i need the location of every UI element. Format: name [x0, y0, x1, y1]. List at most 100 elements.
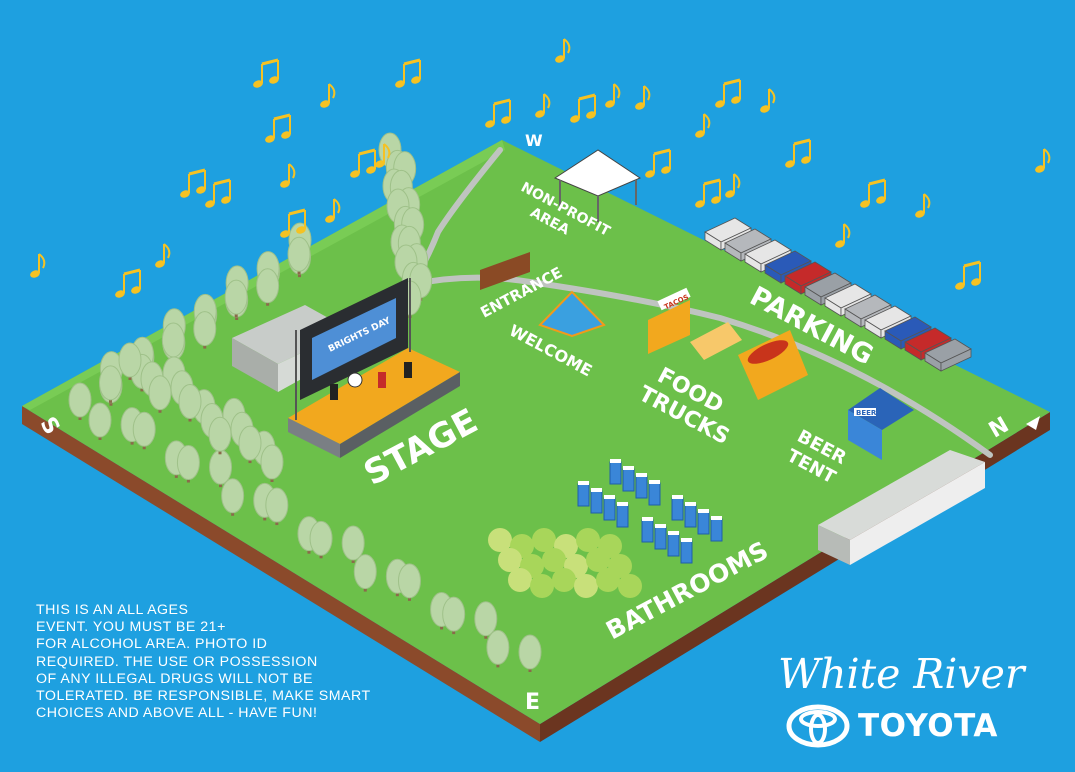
parked-cars — [704, 217, 972, 372]
tree-icon — [224, 279, 248, 318]
portable-toilet-icon — [667, 531, 680, 557]
forest — [68, 132, 642, 672]
tree-icon — [265, 487, 289, 526]
tree-icon — [397, 563, 421, 601]
music-note-icon — [635, 85, 651, 110]
notice-line: REQUIRED. THE USE OR POSSESSION — [36, 653, 318, 670]
tree-icon — [221, 478, 245, 516]
music-note-icon — [860, 178, 886, 208]
tree-icon — [176, 445, 200, 483]
portable-toilet-icon — [680, 538, 693, 564]
music-note-icon — [1035, 148, 1051, 173]
notice-line: EVENT. YOU MUST BE 21+ — [36, 619, 226, 636]
portable-toilet-icon — [590, 488, 603, 514]
tree-icon — [518, 634, 542, 672]
portable-toilet-icon — [622, 466, 635, 492]
tree-icon — [488, 528, 512, 552]
welcome-tent — [538, 290, 606, 338]
tree-icon — [586, 548, 610, 572]
music-note-icon — [955, 260, 981, 290]
tree-icon — [532, 528, 556, 552]
north-arrow-icon — [1026, 416, 1040, 430]
music-note-icon — [350, 148, 376, 178]
brand-name: TOYOTA — [858, 708, 998, 744]
food-trucks: TACOS — [648, 287, 808, 400]
notice-line: FOR ALCOHOL AREA. PHOTO ID — [36, 636, 268, 653]
tree-icon — [238, 425, 262, 464]
music-note-icon — [715, 78, 741, 108]
tree-icon — [552, 568, 576, 592]
portable-toilet-icon — [648, 480, 661, 506]
tree-icon — [256, 268, 280, 306]
tree-icon — [618, 574, 642, 598]
toyota-logo-icon — [786, 704, 850, 748]
music-note-icon — [265, 113, 291, 143]
beer-tent-structure: BEER — [848, 388, 914, 460]
tree-icon — [596, 568, 620, 592]
tree-icon — [309, 520, 333, 559]
portable-toilet-icon — [710, 516, 723, 542]
music-note-icon — [695, 178, 721, 208]
portable-toilet-icon — [697, 509, 710, 535]
compass-east: E — [525, 690, 540, 715]
music-note-icon — [725, 173, 741, 198]
beer-sign: BEER — [856, 409, 877, 417]
tree-icon — [574, 574, 598, 598]
tree-icon — [530, 574, 554, 598]
music-note-icon — [785, 138, 811, 168]
tree-icon — [442, 596, 466, 635]
notice-line: CHOICES AND ABOVE ALL - HAVE FUN! — [36, 705, 318, 722]
tree-icon — [474, 601, 498, 639]
sponsor-logo: TOYOTA — [786, 704, 998, 748]
music-note-icon — [835, 223, 851, 248]
music-note-icon — [280, 208, 306, 238]
portable-toilet-icon — [635, 473, 648, 499]
dealer-name: White River — [778, 650, 1025, 698]
tree-icon — [353, 554, 377, 592]
tree-icon — [508, 568, 532, 592]
tree-icon — [542, 548, 566, 572]
tree-icon — [260, 444, 284, 482]
portable-toilet-icon — [603, 495, 616, 521]
music-note-icon — [320, 83, 336, 108]
tree-icon — [161, 322, 185, 360]
car-icon — [924, 338, 972, 372]
music-note-icon — [30, 253, 46, 278]
portable-toilet-icon — [577, 481, 590, 507]
music-note-icon — [555, 38, 571, 63]
music-note-icon — [645, 148, 671, 178]
music-note-icon — [605, 83, 621, 108]
tree-icon — [132, 411, 156, 450]
music-note-icon — [760, 88, 776, 113]
tree-icon — [486, 629, 510, 668]
notice-line: THIS IS AN ALL AGES — [36, 602, 189, 618]
building — [818, 450, 985, 565]
tree-icon — [178, 384, 202, 422]
music-note-icon — [535, 93, 551, 118]
tree-icon — [576, 528, 600, 552]
tree-icon — [193, 311, 217, 349]
music-note-icon — [115, 268, 141, 298]
tree-icon — [341, 525, 365, 563]
portable-toilets — [577, 459, 723, 564]
music-note-icon — [695, 113, 711, 138]
portable-toilet-icon — [684, 502, 697, 528]
compass-west: W — [525, 131, 543, 150]
tree-icon — [148, 375, 172, 413]
event-notice: THIS IS AN ALL AGES EVENT. YOU MUST BE 2… — [36, 602, 416, 722]
music-notes — [30, 38, 1051, 298]
entrance-gate — [480, 252, 530, 290]
stage-area: BRIGHTS DAY — [232, 278, 460, 458]
music-note-icon — [325, 198, 341, 223]
music-note-icon — [375, 143, 391, 168]
music-note-icon — [205, 178, 231, 208]
tree-icon — [88, 402, 112, 440]
portable-toilet-icon — [616, 502, 629, 528]
notice-line: TOLERATED. BE RESPONSIBLE, MAKE SMART — [36, 688, 371, 705]
music-note-icon — [570, 93, 596, 123]
tree-icon — [498, 548, 522, 572]
tree-icon — [68, 382, 92, 420]
tree-icon — [287, 236, 311, 275]
portable-toilet-icon — [654, 524, 667, 550]
